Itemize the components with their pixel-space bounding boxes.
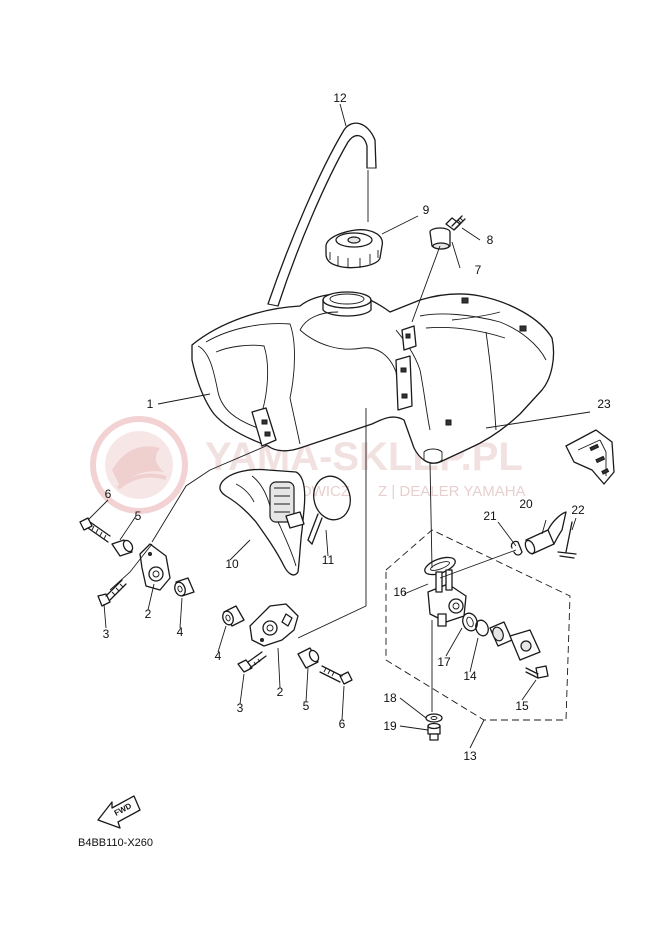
diagram-code: B4BB110-X260	[78, 837, 153, 849]
bolt-3-left	[97, 579, 127, 607]
leader-lines	[87, 103, 591, 749]
fuel-cap	[325, 229, 384, 269]
cover-plate	[509, 629, 541, 661]
watermark-subtitle-prefix: OWICZ	[300, 483, 350, 500]
bolt-3-right	[237, 651, 267, 673]
left-bracket-assembly	[79, 517, 195, 607]
grommet	[429, 227, 451, 250]
watermark-subtitle: Z | DEALER YAMAHA	[378, 483, 526, 500]
callout-20: 20	[519, 497, 533, 511]
callout-11: 11	[322, 553, 335, 567]
callout-10: 10	[225, 557, 239, 571]
bracket-2-right	[249, 603, 299, 647]
seal-14	[475, 619, 489, 637]
callout-7: 7	[475, 263, 482, 277]
watermark-logo	[90, 416, 188, 514]
screw-8	[445, 215, 466, 231]
bolt-6-right	[319, 665, 353, 685]
damper-4-left	[174, 577, 195, 597]
breather-hose	[267, 122, 377, 307]
callout-6-right: 6	[339, 717, 346, 731]
callouts: 12 9 8 7 1 23 6 5 3 2 4 10 11 4 2 3 5 6 …	[103, 91, 611, 763]
callout-13: 13	[463, 749, 477, 763]
damper-4-right	[222, 605, 245, 627]
callout-9: 9	[423, 203, 430, 217]
bolt-6-left	[79, 517, 111, 543]
callout-19: 19	[383, 719, 397, 733]
callout-1: 1	[147, 397, 154, 411]
clip-22	[557, 521, 577, 559]
collar-5-left	[111, 539, 134, 557]
callout-12: 12	[333, 91, 347, 105]
right-bracket-assembly	[222, 603, 353, 685]
callout-16: 16	[393, 585, 407, 599]
band	[307, 475, 351, 545]
bracket-2-left	[139, 543, 171, 591]
hose-joint-20	[524, 511, 567, 555]
drain-bolt-19	[427, 722, 441, 741]
callout-4-right: 4	[215, 649, 222, 663]
callout-3-left: 3	[103, 627, 110, 641]
callout-15: 15	[515, 699, 529, 713]
tank-shroud	[219, 468, 306, 576]
fuel-cock-lever	[489, 621, 513, 647]
callout-5-left: 5	[135, 509, 142, 523]
callout-4-left: 4	[177, 625, 184, 639]
callout-8: 8	[487, 233, 494, 247]
callout-23: 23	[597, 397, 611, 411]
bracket-23	[565, 429, 615, 485]
collar-5-right	[297, 647, 320, 669]
screw-15	[525, 665, 549, 679]
callout-14: 14	[463, 669, 477, 683]
callout-2-right: 2	[277, 685, 284, 699]
o-ring-17	[462, 612, 478, 632]
callout-22: 22	[571, 503, 585, 517]
callout-17: 17	[437, 655, 451, 669]
callout-3-right: 3	[237, 701, 244, 715]
assembly-boundary	[385, 529, 571, 721]
callout-6-left: 6	[105, 487, 112, 501]
callout-5-right: 5	[303, 699, 310, 713]
fuel-cock-body	[427, 569, 467, 627]
forward-arrow-icon: FWD	[97, 795, 141, 829]
washer-18	[425, 713, 443, 723]
clip-21	[510, 540, 523, 556]
callout-2-left: 2	[145, 607, 152, 621]
callout-21: 21	[483, 509, 497, 523]
fuel-cock-assembly	[385, 529, 571, 741]
fuel-tank	[191, 291, 555, 464]
callout-18: 18	[383, 691, 397, 705]
